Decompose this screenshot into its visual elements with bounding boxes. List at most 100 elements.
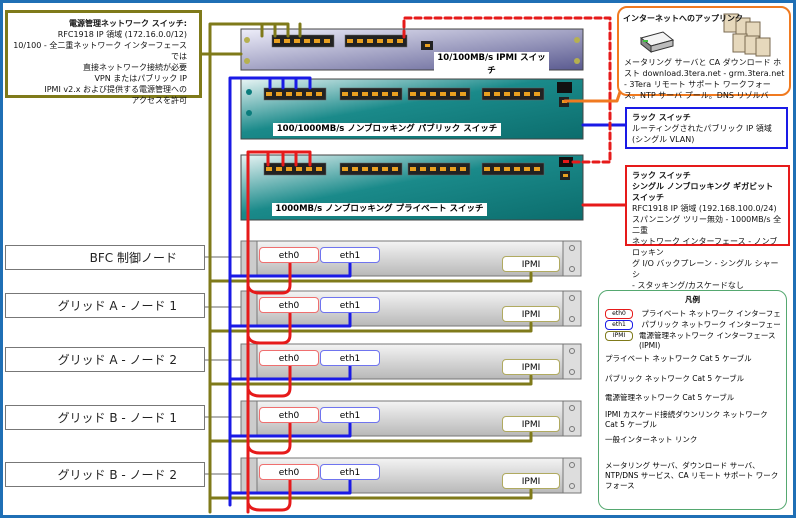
port — [266, 167, 272, 171]
node-label-grid-b-2: グリッド B - ノード 2 — [5, 462, 205, 487]
screw-icon — [569, 426, 575, 432]
power-cable — [208, 431, 533, 443]
screw-icon — [569, 369, 575, 375]
public-note-line: (シングル VLAN) — [632, 135, 695, 144]
eth1-pill-icon: eth1 — [605, 320, 633, 330]
node-label-grid-a-1: グリッド A - ノード 1 — [5, 293, 205, 318]
internet-cable — [563, 90, 622, 103]
port-bank — [339, 162, 403, 176]
port — [347, 39, 353, 43]
port — [342, 92, 348, 96]
port — [450, 92, 456, 96]
port — [440, 167, 446, 171]
nic-eth0: eth0 — [259, 297, 319, 313]
power-cable — [208, 488, 533, 500]
port — [284, 39, 290, 43]
port — [460, 92, 466, 96]
port — [420, 92, 426, 96]
port — [266, 92, 272, 96]
legend-private-cable: プライベート ネットワーク Cat 5 ケーブル — [605, 354, 752, 363]
ipmi-cascade-cable — [402, 16, 612, 164]
port — [392, 92, 398, 96]
port — [362, 167, 368, 171]
private-cable — [246, 150, 312, 514]
power-cable — [208, 321, 533, 333]
private-switch-label: 1000MB/s ノンブロッキング プライベート スイッチ — [272, 203, 487, 216]
private-note-line: スパンニング ツリー無効 - 1000MB/s 全二重 — [632, 215, 782, 235]
port — [440, 92, 446, 96]
nic-ipmi: IPMI — [502, 416, 560, 432]
legend: 凡例 eth0 プライベート ネットワーク インターフェース eth1 パブリッ… — [598, 290, 787, 510]
nic-eth1: eth1 — [320, 297, 380, 313]
public-switch-note: ラック スイッチ ルーティングされたパブリック IP 領域 (シングル VLAN… — [625, 107, 788, 149]
power-cable — [208, 22, 302, 514]
port — [534, 92, 540, 96]
legend-text: 電源管理ネットワーク インターフェース (IPMI) — [639, 331, 776, 350]
node-label-grid-b-1: グリッド B - ノード 1 — [5, 405, 205, 430]
port — [362, 92, 368, 96]
uplink-description: メータリング サーバと CA ダウンロード ホスト download.3tera… — [624, 58, 785, 100]
port-bank — [339, 87, 403, 101]
legend-item-ipmi: IPMI 電源管理ネットワーク インターフェース (IPMI) — [605, 331, 782, 351]
eth0-pill-icon: eth0 — [605, 309, 633, 319]
power-cable — [208, 374, 533, 386]
port — [276, 92, 282, 96]
port — [296, 92, 302, 96]
port — [372, 92, 378, 96]
port — [342, 167, 348, 171]
port — [460, 167, 466, 171]
legend-internet-link: 一般インターネット リンク — [605, 435, 698, 444]
legend-services: メータリング サーバ、ダウンロード サーバ、NTP/DNS サービス、CA リモ… — [605, 461, 779, 490]
nic-eth0: eth0 — [259, 350, 319, 366]
public-cable — [228, 478, 352, 495]
nic-eth0: eth0 — [259, 407, 319, 423]
public-cable — [228, 261, 352, 278]
public-cable — [228, 76, 312, 507]
nic-eth0: eth0 — [259, 247, 319, 263]
power-switch-note: 電源管理ネットワーク スイッチ: RFC1918 IP 領域 (172.16.0… — [5, 10, 202, 105]
legend-ipmi-cascade: IPMI カスケード接続ダウンリンク ネットワーク Cat 5 ケーブル — [605, 410, 768, 429]
port — [410, 92, 416, 96]
port — [514, 167, 520, 171]
port-bank — [271, 34, 335, 48]
nic-ipmi: IPMI — [502, 306, 560, 322]
port — [410, 167, 416, 171]
port — [294, 39, 300, 43]
private-note-title: ラック スイッチ — [632, 171, 691, 180]
power-cable — [208, 271, 533, 283]
power-note-line: RFC1918 IP 領域 (172.16.0.0/12) — [57, 30, 187, 39]
port — [304, 39, 310, 43]
port — [504, 92, 510, 96]
port-bank — [407, 162, 471, 176]
port — [316, 167, 322, 171]
power-note-line: 直接ネットワーク接続が必要 — [83, 63, 187, 72]
public-cable — [228, 421, 352, 438]
legend-power-cable: 電源管理ネットワーク Cat 5 ケーブル — [605, 393, 735, 402]
legend-title: 凡例 — [685, 295, 700, 304]
nic-ipmi: IPMI — [502, 473, 560, 489]
public-cable — [228, 311, 352, 328]
port — [352, 167, 358, 171]
port — [494, 92, 500, 96]
port — [377, 39, 383, 43]
screw-icon — [569, 245, 575, 251]
power-note-line: VPN またはパブリック IP — [94, 74, 187, 83]
nic-ipmi: IPMI — [502, 256, 560, 272]
port-bank — [481, 87, 545, 101]
port — [286, 92, 292, 96]
port — [514, 92, 520, 96]
port — [367, 39, 373, 43]
port — [306, 167, 312, 171]
port — [524, 92, 530, 96]
screw-icon — [569, 462, 575, 468]
node-label-grid-a-2: グリッド A - ノード 2 — [5, 347, 205, 372]
port — [504, 167, 510, 171]
screw-icon — [569, 348, 575, 354]
nic-eth1: eth1 — [320, 350, 380, 366]
port — [276, 167, 282, 171]
power-note-line: 10/100 - 全二重ネットワーク インターフェースでは — [13, 41, 187, 61]
node-label-bfc: BFC 制御ノード — [5, 245, 205, 270]
nic-eth1: eth1 — [320, 247, 380, 263]
port-bank — [481, 162, 545, 176]
